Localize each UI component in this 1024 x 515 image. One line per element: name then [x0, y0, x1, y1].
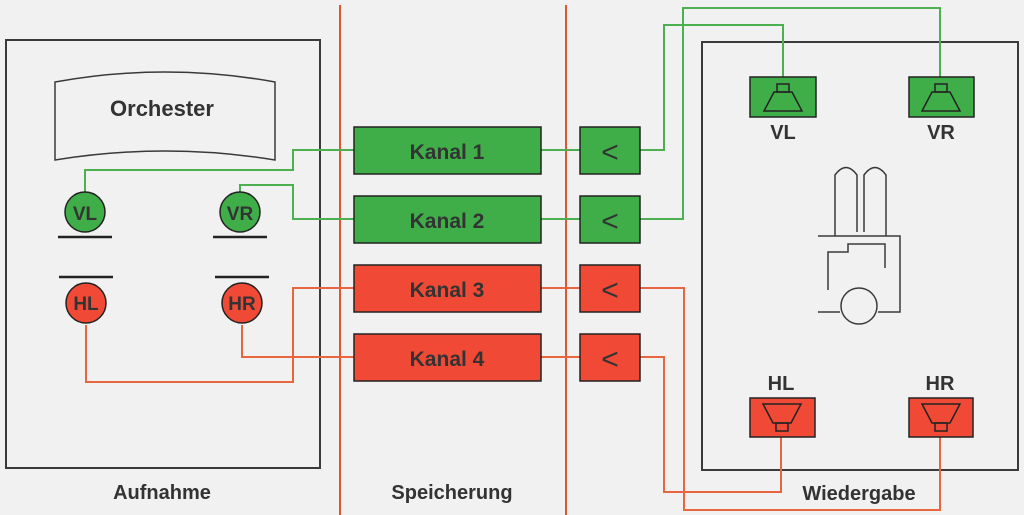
microphone-icon [221, 282, 263, 324]
microphone-hr: HR [215, 275, 269, 324]
red-wiring [85, 287, 941, 511]
channel-3: Kanal 3 [353, 264, 542, 313]
listener-head [840, 287, 878, 325]
channel-box [353, 264, 542, 313]
microphone-vl: VL [58, 191, 112, 239]
wire-vl-to-kanal1 [84, 149, 354, 192]
wire-hr-to-kanal3 [241, 325, 354, 358]
speaker-magnet [934, 83, 948, 93]
microphone-icon [65, 282, 107, 324]
speaker-label-hr: HR [926, 373, 955, 395]
listener-leg-right [863, 166, 887, 236]
speaker-label-vr: VR [927, 122, 955, 144]
mic-label-vl: VL [73, 204, 98, 225]
channel-2: Kanal 2 [353, 195, 542, 244]
amplifier-icon [579, 195, 641, 244]
wire-amp4-to-speaker-hl [640, 356, 782, 493]
speaker-magnet [776, 83, 790, 93]
microphone-hl: HL [59, 275, 113, 324]
listener-chair-icon [818, 166, 901, 325]
speaker-cone [762, 91, 804, 112]
recording-room [5, 39, 321, 469]
wire-hl-to-kanal4 [85, 287, 354, 383]
amplifier-4: < [579, 333, 641, 382]
amplifier-icon [579, 333, 641, 382]
mic-label-vr: VR [227, 204, 254, 225]
wire-amp1-to-speaker-vl [640, 24, 784, 151]
microphone-icon [219, 191, 261, 233]
channel-label: Kanal 3 [410, 279, 485, 302]
section-label-playback: Wiedergabe [802, 483, 915, 505]
chair-seat-line [827, 243, 886, 290]
amplifier-symbol: < [601, 274, 619, 307]
listener-leg-left [834, 166, 858, 236]
mic-label-hl: HL [73, 294, 99, 315]
amplifier-2: < [579, 195, 641, 244]
channel-4: Kanal 4 [353, 333, 542, 382]
section-label-storage: Speicherung [391, 482, 512, 504]
green-wiring [84, 7, 941, 220]
microphone-vr: VR [213, 191, 267, 239]
chair-outline [818, 235, 901, 313]
wire-amp3-to-speaker-hr [640, 287, 941, 511]
amplifier-1: < [579, 126, 641, 175]
speaker-magnet [775, 422, 789, 432]
speaker-cone [920, 91, 962, 112]
amplifier-symbol: < [601, 136, 619, 169]
channel-label: Kanal 1 [410, 141, 485, 164]
channel-box [353, 333, 542, 382]
amplifier-3: < [579, 264, 641, 313]
amplifier-icon [579, 264, 641, 313]
channel-box [353, 126, 542, 175]
microphone-icon [64, 191, 106, 233]
channel-1: Kanal 1 [353, 126, 542, 175]
speaker-vr: VR [908, 76, 975, 144]
amplifier-symbol: < [601, 343, 619, 376]
amplifier-icon [579, 126, 641, 175]
speaker-vl: VL [749, 76, 817, 144]
channel-box [353, 195, 542, 244]
channel-label: Kanal 2 [410, 210, 485, 233]
channel-label: Kanal 4 [410, 348, 485, 371]
section-label-recording: Aufnahme [113, 482, 211, 504]
playback-room [701, 41, 1019, 471]
speaker-hl: HL [749, 373, 816, 438]
orchestra-label: Orchester [110, 96, 214, 121]
speaker-label-vl: VL [770, 122, 796, 144]
speaker-magnet [934, 422, 948, 432]
wire-vr-to-kanal2 [239, 184, 354, 220]
mic-label-hr: HR [228, 294, 256, 315]
speaker-label-hl: HL [768, 373, 795, 395]
speaker-cone [761, 403, 803, 424]
wire-amp2-to-speaker-vr [640, 7, 941, 220]
orchestra-stage [54, 71, 276, 161]
speaker-cone [920, 403, 962, 424]
speaker-hr: HR [908, 373, 974, 438]
amplifier-symbol: < [601, 205, 619, 238]
